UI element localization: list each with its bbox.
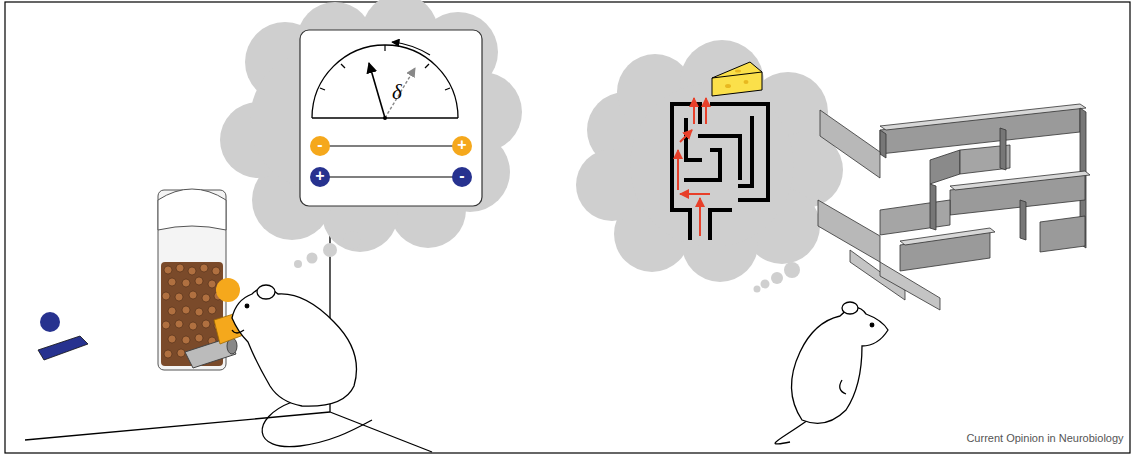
gauge [312,42,458,120]
gauge-panel [300,30,482,206]
route-arrows [678,98,710,236]
blue-lever [38,336,88,360]
journal-credit: Current Opinion in Neurobiology [966,433,1123,444]
maze-map [672,104,768,238]
sign-rows [310,136,472,187]
frame [5,2,1130,453]
rat-right [775,302,888,444]
thought-cloud [220,0,522,268]
maze-3d [818,104,1090,310]
cheese [712,62,762,96]
sign-symbol: - [459,168,464,184]
delta-symbol: δ [392,82,402,103]
sign-symbol: + [315,168,324,184]
sign-symbol: - [317,137,322,153]
orange-cue [216,278,240,302]
blue-cue [40,312,60,332]
sign-symbol: + [457,137,466,153]
rat-left [232,285,372,447]
thought-cloud [576,40,843,293]
